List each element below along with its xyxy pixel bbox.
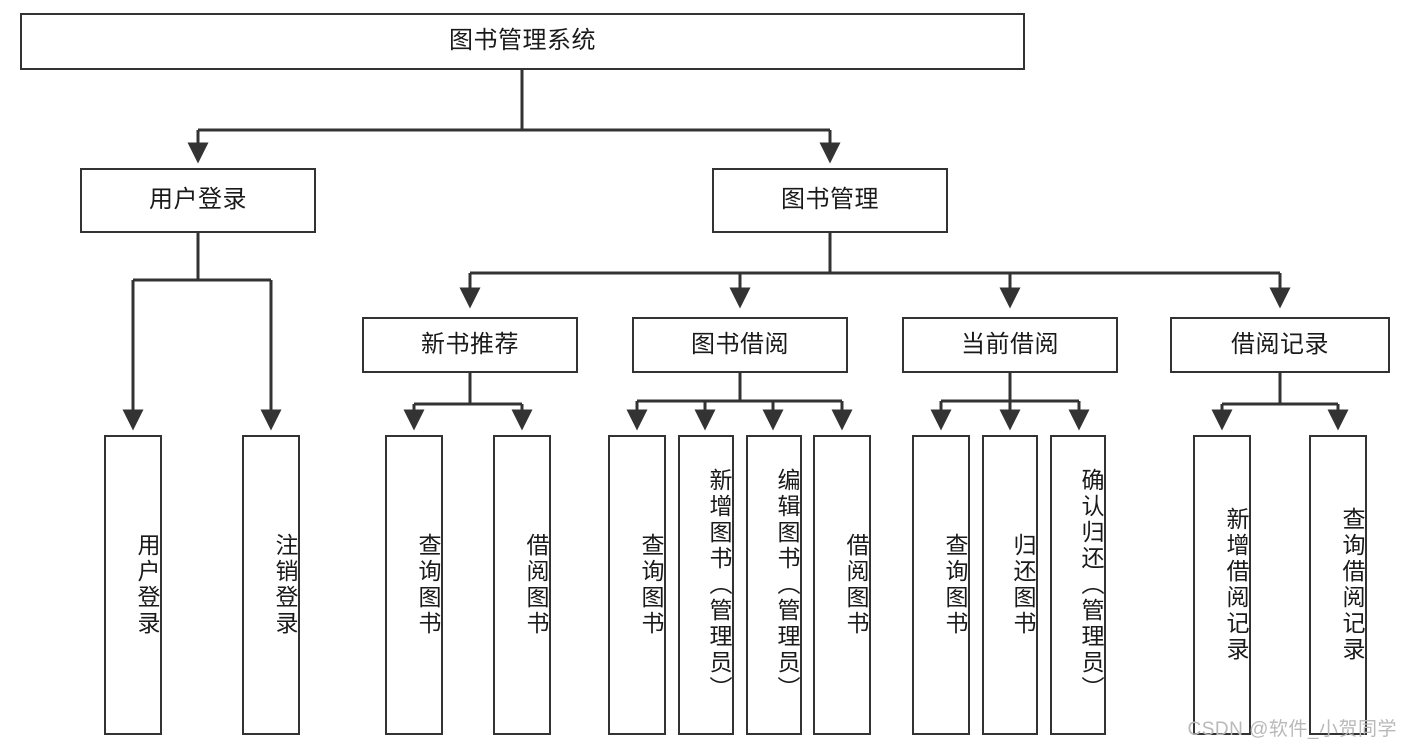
node-leaf-return-book-label: 归还图书: [1010, 533, 1036, 637]
node-leaf-query-record[interactable]: 查询借阅记录: [1309, 435, 1367, 735]
node-leaf-query-book-3[interactable]: 查询图书: [912, 435, 970, 735]
node-current-borrow[interactable]: 当前借阅: [902, 317, 1118, 373]
node-borrow-record[interactable]: 借阅记录: [1170, 317, 1390, 373]
node-book-borrow-label: 图书借阅: [691, 330, 789, 358]
node-leaf-add-book[interactable]: 新增图书（管理员）: [678, 435, 734, 735]
node-leaf-borrow-book-2-label: 借阅图书: [843, 533, 869, 637]
node-user-login-label: 用户登录: [149, 186, 247, 214]
node-book-borrow[interactable]: 图书借阅: [632, 317, 848, 373]
node-leaf-user-login[interactable]: 用户登录: [104, 435, 162, 735]
node-leaf-add-record-label: 新增借阅记录: [1223, 507, 1249, 663]
node-leaf-edit-book-label: 编辑图书（管理员）: [774, 468, 800, 702]
node-new-book-rec-label: 新书推荐: [421, 330, 519, 358]
node-leaf-confirm-return[interactable]: 确认归还（管理员）: [1050, 435, 1106, 735]
node-leaf-borrow-book-1-label: 借阅图书: [523, 533, 549, 637]
node-leaf-user-login-label: 用户登录: [134, 533, 160, 637]
node-leaf-add-record[interactable]: 新增借阅记录: [1193, 435, 1251, 735]
node-leaf-borrow-book-2[interactable]: 借阅图书: [813, 435, 871, 735]
node-borrow-record-label: 借阅记录: [1231, 330, 1329, 358]
node-book-manage[interactable]: 图书管理: [712, 168, 948, 233]
node-leaf-query-book-1[interactable]: 查询图书: [385, 435, 443, 735]
node-current-borrow-label: 当前借阅: [961, 330, 1059, 358]
csdn-watermark: CSDN @软件_小贺同学: [1187, 719, 1397, 740]
node-root-label: 图书管理系统: [449, 27, 596, 55]
node-leaf-edit-book[interactable]: 编辑图书（管理员）: [746, 435, 802, 735]
node-book-manage-label: 图书管理: [781, 186, 879, 214]
node-new-book-rec[interactable]: 新书推荐: [362, 317, 578, 373]
node-leaf-query-book-3-label: 查询图书: [942, 533, 968, 637]
node-leaf-query-record-label: 查询借阅记录: [1339, 507, 1365, 663]
node-leaf-logout-label: 注销登录: [272, 533, 298, 637]
node-leaf-query-book-2-label: 查询图书: [638, 533, 664, 637]
node-leaf-confirm-return-label: 确认归还（管理员）: [1078, 468, 1104, 702]
node-leaf-query-book-1-label: 查询图书: [415, 533, 441, 637]
node-leaf-query-book-2[interactable]: 查询图书: [608, 435, 666, 735]
node-leaf-borrow-book-1[interactable]: 借阅图书: [493, 435, 551, 735]
node-leaf-add-book-label: 新增图书（管理员）: [706, 468, 732, 702]
node-leaf-logout[interactable]: 注销登录: [242, 435, 300, 735]
node-leaf-return-book[interactable]: 归还图书: [982, 435, 1038, 735]
node-user-login[interactable]: 用户登录: [80, 168, 316, 233]
node-root[interactable]: 图书管理系统: [20, 13, 1025, 70]
